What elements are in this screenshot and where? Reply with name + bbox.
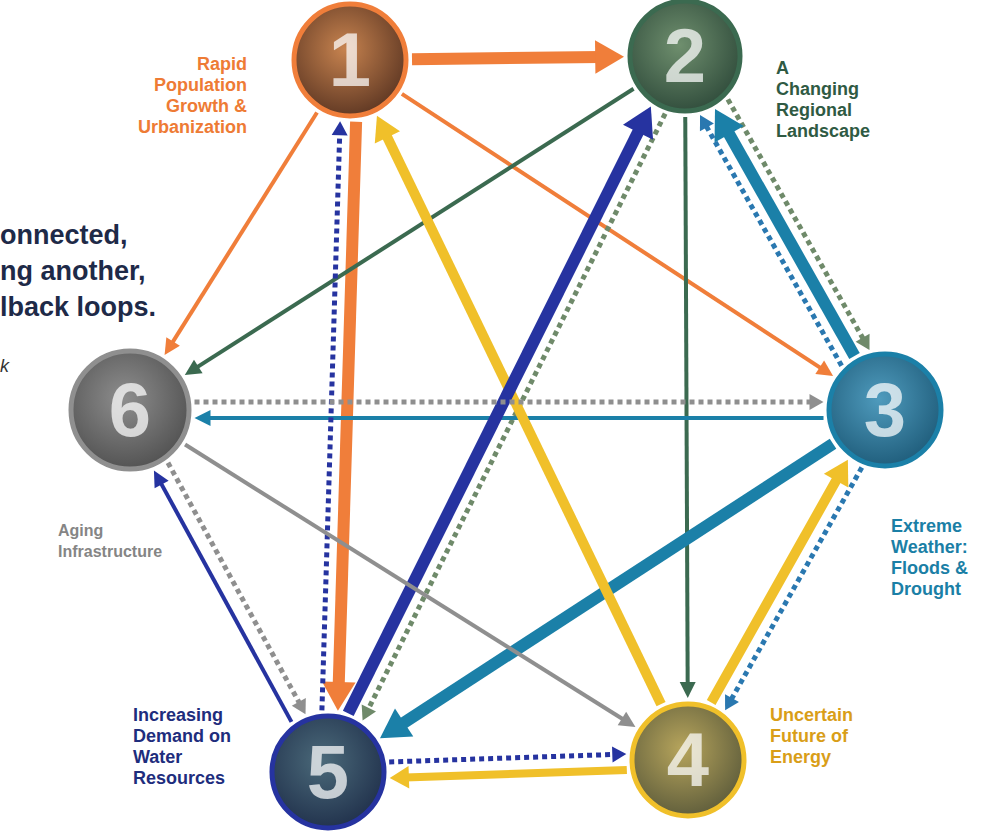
- arrow-head: [165, 337, 180, 355]
- issue-circle: 1Rapid Population Growth & Urbanization: [291, 1, 409, 119]
- arrow-head: [595, 40, 624, 74]
- callout-number: 3: [826, 351, 944, 469]
- node-heading: Uncertain Future of Energy: [770, 705, 870, 768]
- connector-arrow: [390, 766, 627, 788]
- arrow-head: [810, 394, 824, 410]
- arrow-head: [612, 747, 626, 763]
- arrow-head: [362, 704, 376, 720]
- node-heading: Extreme Weather: Floods & Drought: [891, 516, 977, 600]
- issue-circle: 4Uncertain Future of Energy: [629, 701, 747, 819]
- arrow-head: [623, 107, 653, 140]
- connector-arrow: [185, 445, 635, 728]
- arrow-shaft: [168, 463, 300, 705]
- arrow-shaft: [207, 416, 823, 420]
- arrow-head: [380, 708, 413, 738]
- heading-fragment: ng another,: [0, 256, 146, 287]
- arrow-head: [856, 334, 870, 350]
- connector-arrow: [185, 89, 634, 375]
- connector-arrow: [168, 463, 306, 714]
- connector-arrow: [680, 117, 696, 698]
- arrow-shaft: [731, 468, 862, 701]
- arrow-shaft: [412, 57, 601, 59]
- arrow-shaft: [711, 476, 838, 702]
- arrow-shaft: [368, 114, 666, 711]
- callout-number: 4: [629, 701, 747, 819]
- callout-number: 6: [68, 348, 192, 472]
- connector-arrow: [412, 40, 624, 74]
- connector-arrow: [165, 112, 317, 354]
- arrow-head: [332, 121, 348, 135]
- arrow-head: [292, 698, 306, 714]
- connector-arrow: [154, 470, 292, 721]
- arrow-head: [725, 694, 739, 710]
- arrow-head: [618, 712, 636, 727]
- connector-arrow: [700, 115, 842, 366]
- arrow-shaft: [339, 122, 356, 688]
- arrow-shaft: [195, 400, 813, 405]
- connector-arrow: [322, 121, 348, 710]
- arrow-shaft: [322, 132, 340, 710]
- arrow-shaft: [185, 445, 625, 721]
- arrow-shaft: [348, 127, 640, 713]
- node-heading: A Changing Regional Landscape: [776, 58, 872, 142]
- connector-arrow: [725, 468, 862, 711]
- arrow-head: [154, 470, 169, 488]
- arrow-head: [390, 766, 410, 788]
- issue-circle: 5Increasing Demand on Water Resources: [269, 713, 387, 831]
- arrow-head: [195, 410, 211, 426]
- arrow-shaft: [685, 117, 687, 685]
- connector-arrow: [195, 410, 824, 426]
- node-heading: Increasing Demand on Water Resources: [133, 705, 233, 789]
- arrow-head: [375, 116, 400, 144]
- arrow-head: [185, 360, 203, 375]
- connector-arrow: [348, 107, 653, 714]
- arrow-head: [700, 115, 714, 131]
- arrow-shaft: [706, 125, 842, 366]
- arrow-shaft: [389, 754, 615, 762]
- issue-circle: 2A Changing Regional Landscape: [627, 0, 743, 114]
- callout-number: 2: [627, 0, 743, 114]
- heading-fragment: lback loops.: [0, 292, 156, 323]
- arrow-shaft: [402, 94, 823, 369]
- connector-arrow: [195, 394, 824, 410]
- node-heading: Aging Infrastructure: [58, 520, 183, 562]
- connector-arrow: [715, 109, 855, 356]
- arrow-shaft: [405, 770, 627, 777]
- arrow-shaft: [171, 112, 317, 344]
- node-heading: Rapid Population Growth & Urbanization: [130, 54, 247, 138]
- arrow-head: [824, 460, 848, 488]
- connector-arrow: [389, 747, 626, 763]
- arrow-head: [715, 109, 744, 142]
- issue-circle: 6Aging Infrastructure: [68, 348, 192, 472]
- callout-number: 5: [269, 713, 387, 831]
- callout-number: 1: [291, 1, 409, 119]
- arrow-shaft: [726, 129, 854, 356]
- arrow-shaft: [160, 482, 291, 722]
- heading-fragment: k: [0, 356, 9, 377]
- arrow-head: [680, 682, 696, 698]
- connector-arrow: [402, 94, 833, 376]
- arrow-shaft: [385, 133, 661, 704]
- connector-arrow: [375, 116, 661, 704]
- arrow-head: [815, 361, 833, 376]
- issue-circle: 3Extreme Weather: Floods & Drought: [826, 351, 944, 469]
- arrow-shaft: [196, 89, 634, 368]
- heading-fragment: onnected,: [0, 220, 128, 251]
- connector-arrow: [711, 460, 848, 703]
